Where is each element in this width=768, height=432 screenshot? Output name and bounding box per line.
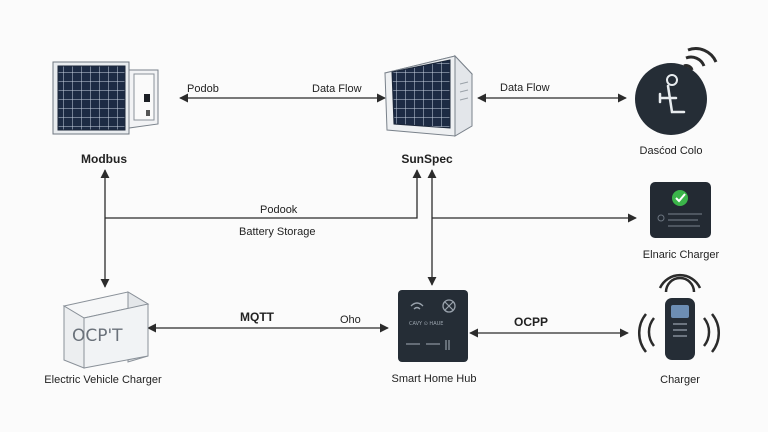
edge-label-data-flow-1: Data Flow (312, 83, 362, 95)
edge-label-mqtt: MQTT (240, 310, 274, 324)
hub-screen-text: CAVY ⊙ HAUE (409, 321, 443, 327)
edge-label-battery-storage: Battery Storage (239, 226, 316, 238)
smart-home-hub-icon: CAVY ⊙ HAUE (398, 290, 468, 362)
node-label-ev-charger: Electric Vehicle Charger (44, 374, 162, 386)
dashboard-icon (635, 47, 718, 135)
edge-label-data-flow-2: Data Flow (500, 82, 550, 94)
edge-bus-left (105, 169, 422, 219)
edge-label-ocpp: OCPP (514, 315, 549, 329)
solar-panel-icon (52, 61, 159, 135)
node-label-charger-top: Elnaric Charger (642, 249, 720, 261)
node-label-smart-home-hub: Smart Home Hub (391, 373, 477, 385)
node-label-dashboard: Dasćod Colo (639, 145, 703, 157)
edge-label-podob: Podob (187, 83, 219, 95)
handheld-charger-icon (637, 273, 721, 360)
sunspec-inverter-icon (384, 54, 473, 137)
node-label-modbus: Modbus (81, 152, 127, 166)
ev-box-text: OCP'T (72, 326, 123, 346)
edge-label-podook: Podook (260, 204, 298, 216)
node-label-charger: Charger (660, 374, 700, 386)
edge-label-oho: Oho (340, 314, 361, 326)
node-label-sunspec: SunSpec (401, 152, 453, 166)
charger-panel-icon (650, 182, 711, 238)
ev-charger-box-icon: OCP'T (62, 291, 150, 369)
